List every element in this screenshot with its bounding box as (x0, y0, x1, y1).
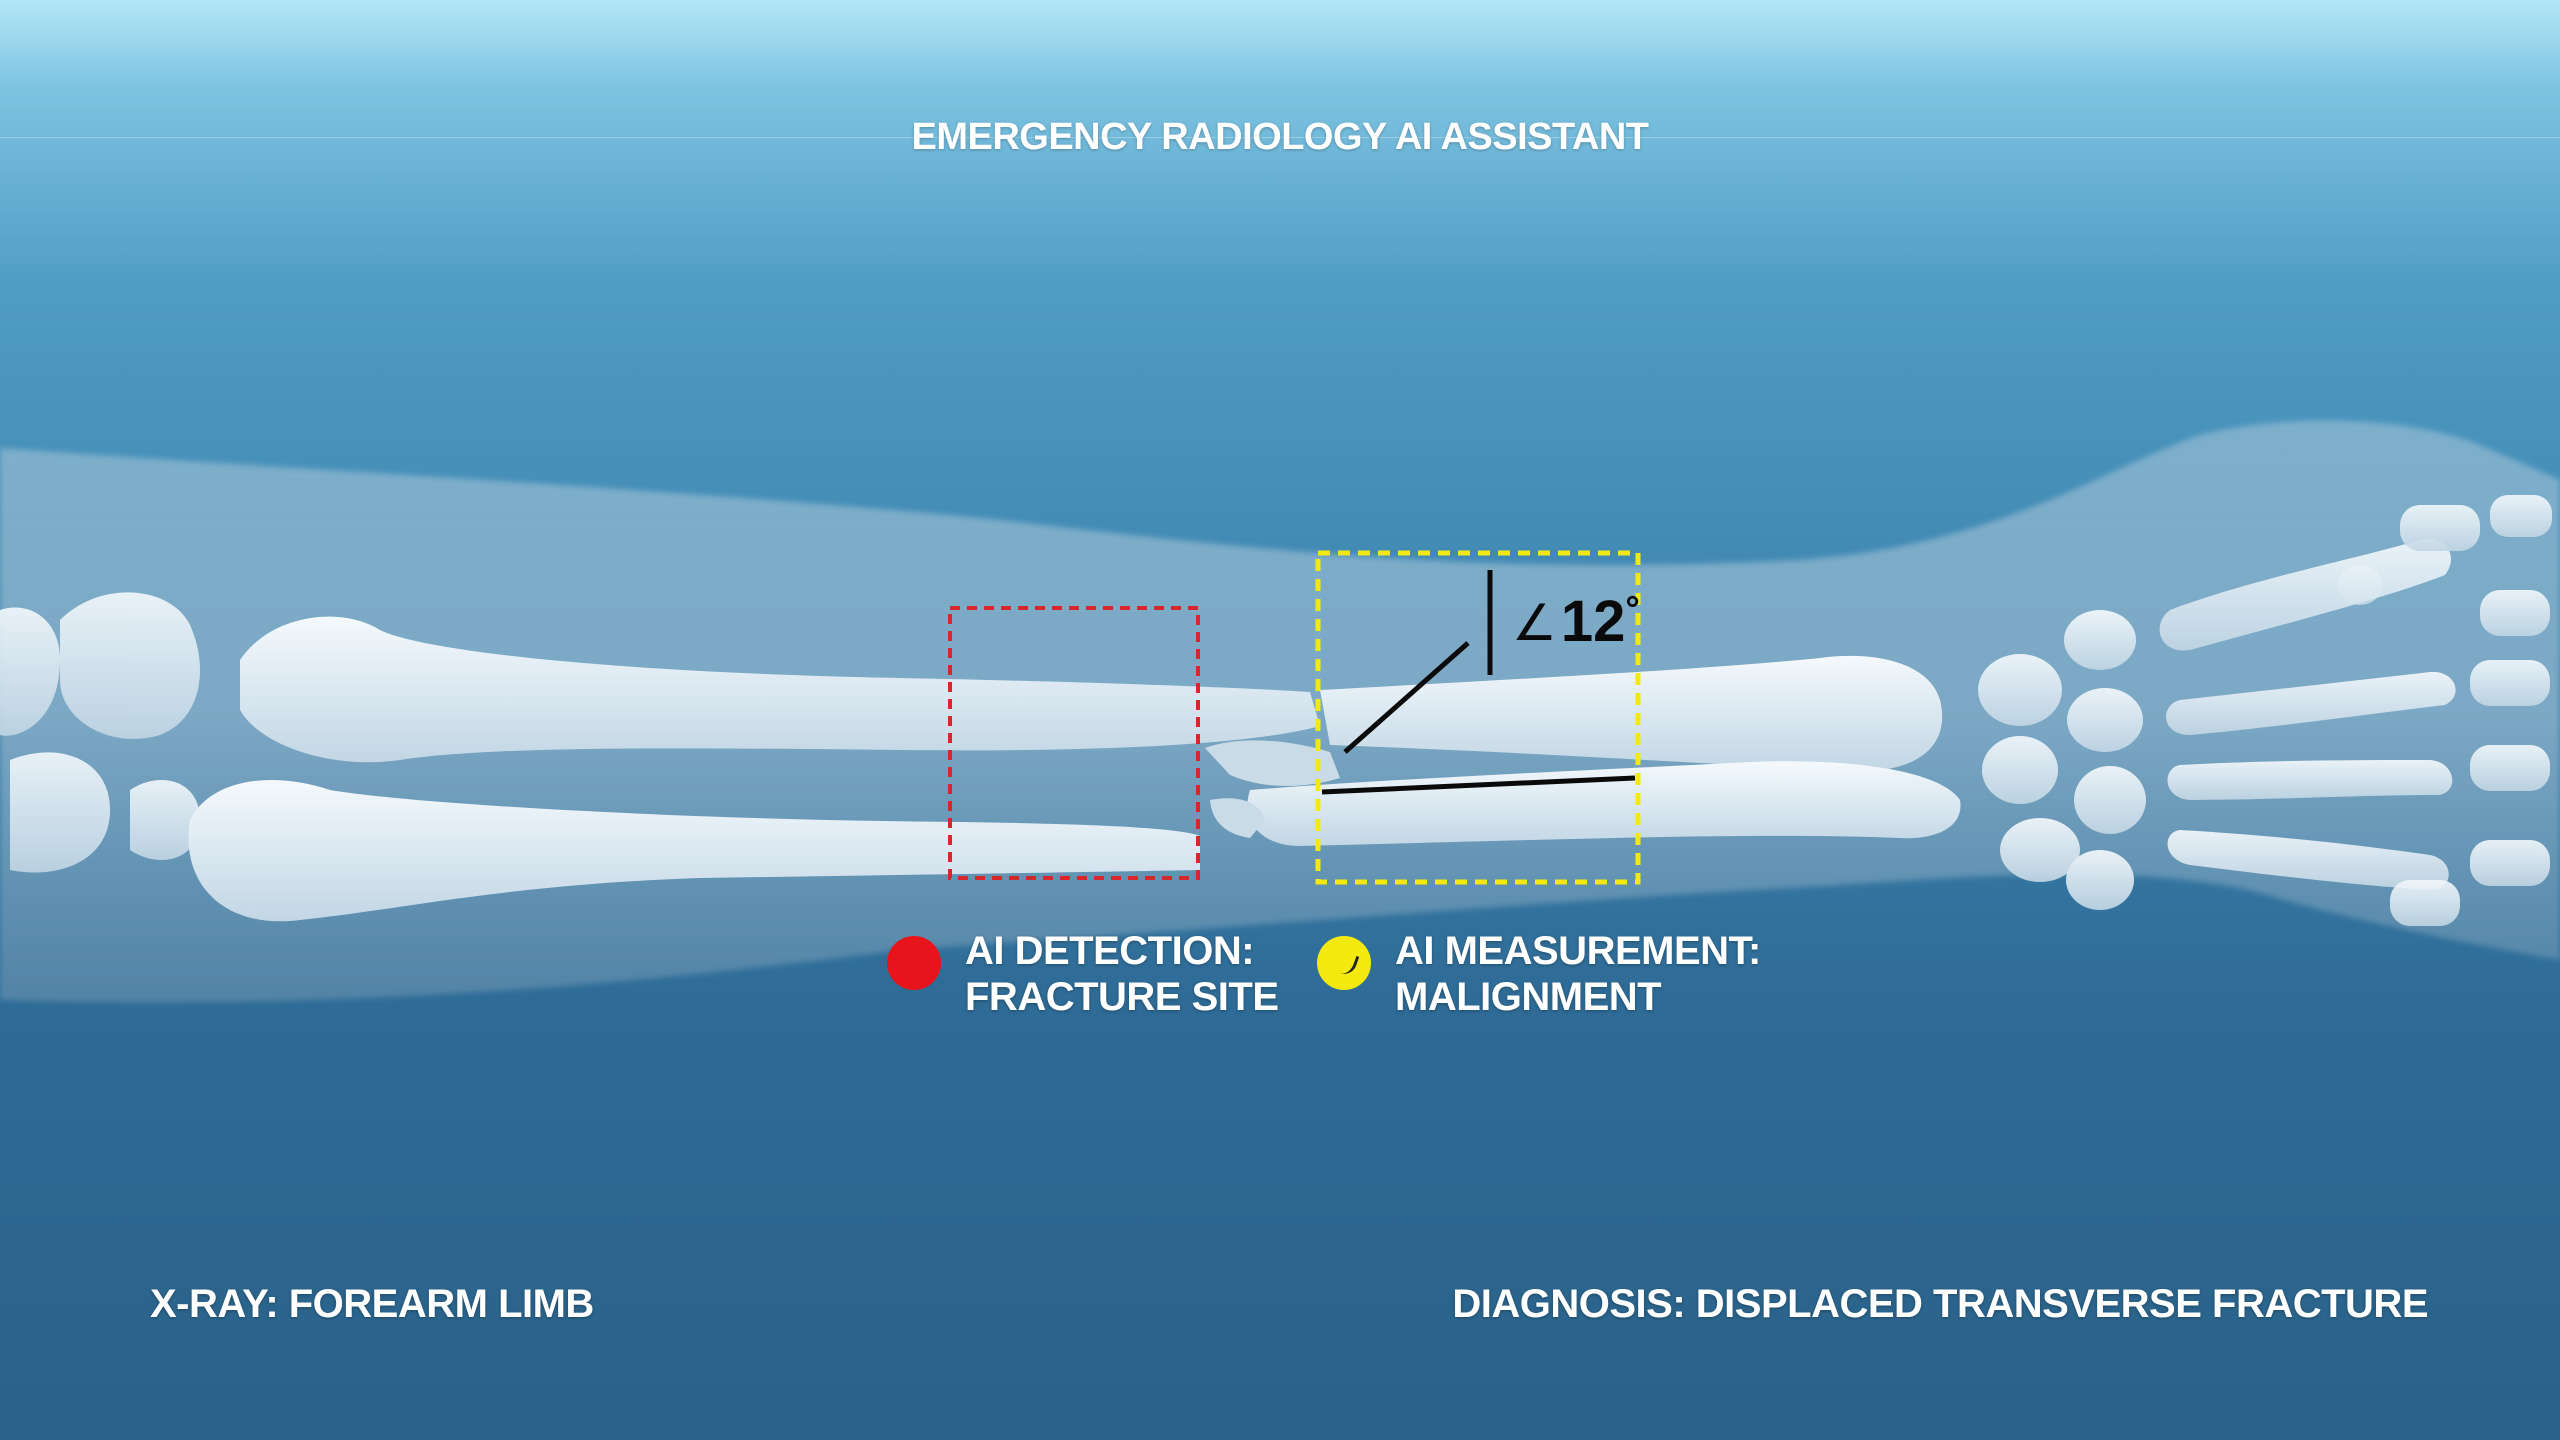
legend-measurement-text: AI MEASUREMENT: MALIGNMENT (1395, 928, 1761, 1020)
header-divider (0, 137, 2560, 138)
study-type-label: X-RAY: FOREARM LIMB (150, 1282, 594, 1326)
legend-detection-line1: AI DETECTION: (965, 929, 1255, 973)
angle-icon: ∠ (1512, 595, 1557, 651)
metacarpal-bones (2159, 539, 2456, 890)
red-dot-icon (887, 936, 941, 990)
degree-unit: ° (1625, 588, 1640, 629)
legend-detection-line2: FRACTURE SITE (965, 975, 1279, 1019)
fracture-detection-box[interactable] (948, 606, 1200, 880)
fracture-fragments (1205, 740, 1340, 838)
legend-item-measurement[interactable]: AI MEASUREMENT: MALIGNMENT (1317, 928, 1761, 1020)
angle-measurement-label: ∠ 12 ° (1512, 588, 1640, 655)
measurement-line-angled (1343, 641, 1470, 754)
yellow-dot-icon (1317, 936, 1371, 990)
diagnosis-label: DIAGNOSIS: DISPLACED TRANSVERSE FRACTURE (1452, 1282, 2428, 1326)
legend-detection-text: AI DETECTION: FRACTURE SITE (965, 928, 1279, 1020)
elbow-bones (0, 592, 200, 873)
phalanx-bones (2390, 495, 2552, 926)
legend-measurement-line1: AI MEASUREMENT: (1395, 929, 1761, 973)
angle-value: 12 (1560, 589, 1626, 654)
legend-item-detection[interactable]: AI DETECTION: FRACTURE SITE (887, 928, 1279, 1020)
radius-distal (1247, 761, 1961, 846)
malalignment-measurement-box[interactable] (1315, 550, 1641, 885)
ulna-distal (1320, 655, 1943, 770)
ulna-bone (240, 616, 1320, 763)
app-title: EMERGENCY RADIOLOGY AI ASSISTANT (911, 116, 1649, 158)
carpal-bones (1978, 565, 2382, 910)
legend-measurement-line2: MALIGNMENT (1395, 975, 1662, 1019)
measurement-line-baseline (1321, 775, 1636, 795)
radius-bone (188, 780, 1200, 922)
